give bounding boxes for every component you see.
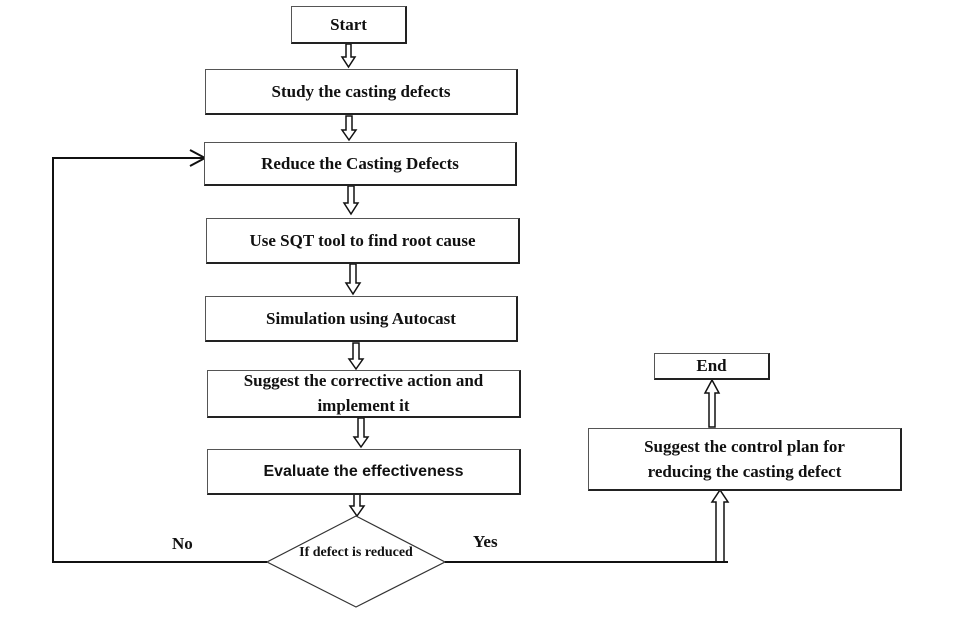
step-control-plan: Suggest the control plan for reducing th…: [588, 428, 902, 491]
step-simulation: Simulation using Autocast: [205, 296, 518, 342]
step-control-plan-label: Suggest the control plan for reducing th…: [644, 436, 845, 482]
step-sqt-root-cause-label: Use SQT tool to find root cause: [249, 230, 476, 250]
branch-yes-label: Yes: [473, 532, 498, 551]
step-corrective-action-label: Suggest the corrective action and implem…: [243, 370, 484, 415]
step-study-defects-label: Study the casting defects: [271, 81, 451, 101]
arrow-control-plan-to-end: [703, 378, 721, 428]
step-study-defects: Study the casting defects: [205, 69, 518, 115]
start-terminal: Start: [291, 6, 407, 44]
step-reduce-defects: Reduce the Casting Defects: [204, 142, 517, 186]
arrow-evaluate-to-decision: [348, 492, 366, 518]
end-terminal: End: [654, 353, 770, 380]
down-arrows: [340, 43, 370, 518]
arrow-reduce-to-sqt: [342, 185, 360, 216]
end-label: End: [696, 356, 727, 376]
arrow-study-to-reduce: [340, 115, 358, 142]
arrow-sqt-to-simulation: [344, 263, 362, 296]
step-corrective-action: Suggest the corrective action and implem…: [207, 370, 521, 418]
decision-diamond: [265, 515, 447, 608]
decision-label: If defect is reduced: [299, 545, 413, 560]
step-evaluate: Evaluate the effectiveness: [207, 449, 521, 495]
arrow-corrective-to-evaluate: [352, 417, 370, 449]
step-sqt-root-cause: Use SQT tool to find root cause: [206, 218, 520, 264]
no-loop-line: [52, 157, 267, 563]
arrow-simulation-to-corrective: [347, 342, 365, 371]
step-simulation-label: Simulation using Autocast: [266, 308, 456, 328]
step-reduce-defects-label: Reduce the Casting Defects: [261, 153, 459, 173]
step-evaluate-label: Evaluate the effectiveness: [263, 462, 464, 480]
start-label: Start: [330, 14, 367, 34]
branch-no-label: No: [172, 534, 193, 553]
arrow-yes-to-control-plan: [710, 488, 730, 563]
arrow-start-to-study: [340, 43, 357, 69]
up-arrows: [703, 378, 730, 563]
